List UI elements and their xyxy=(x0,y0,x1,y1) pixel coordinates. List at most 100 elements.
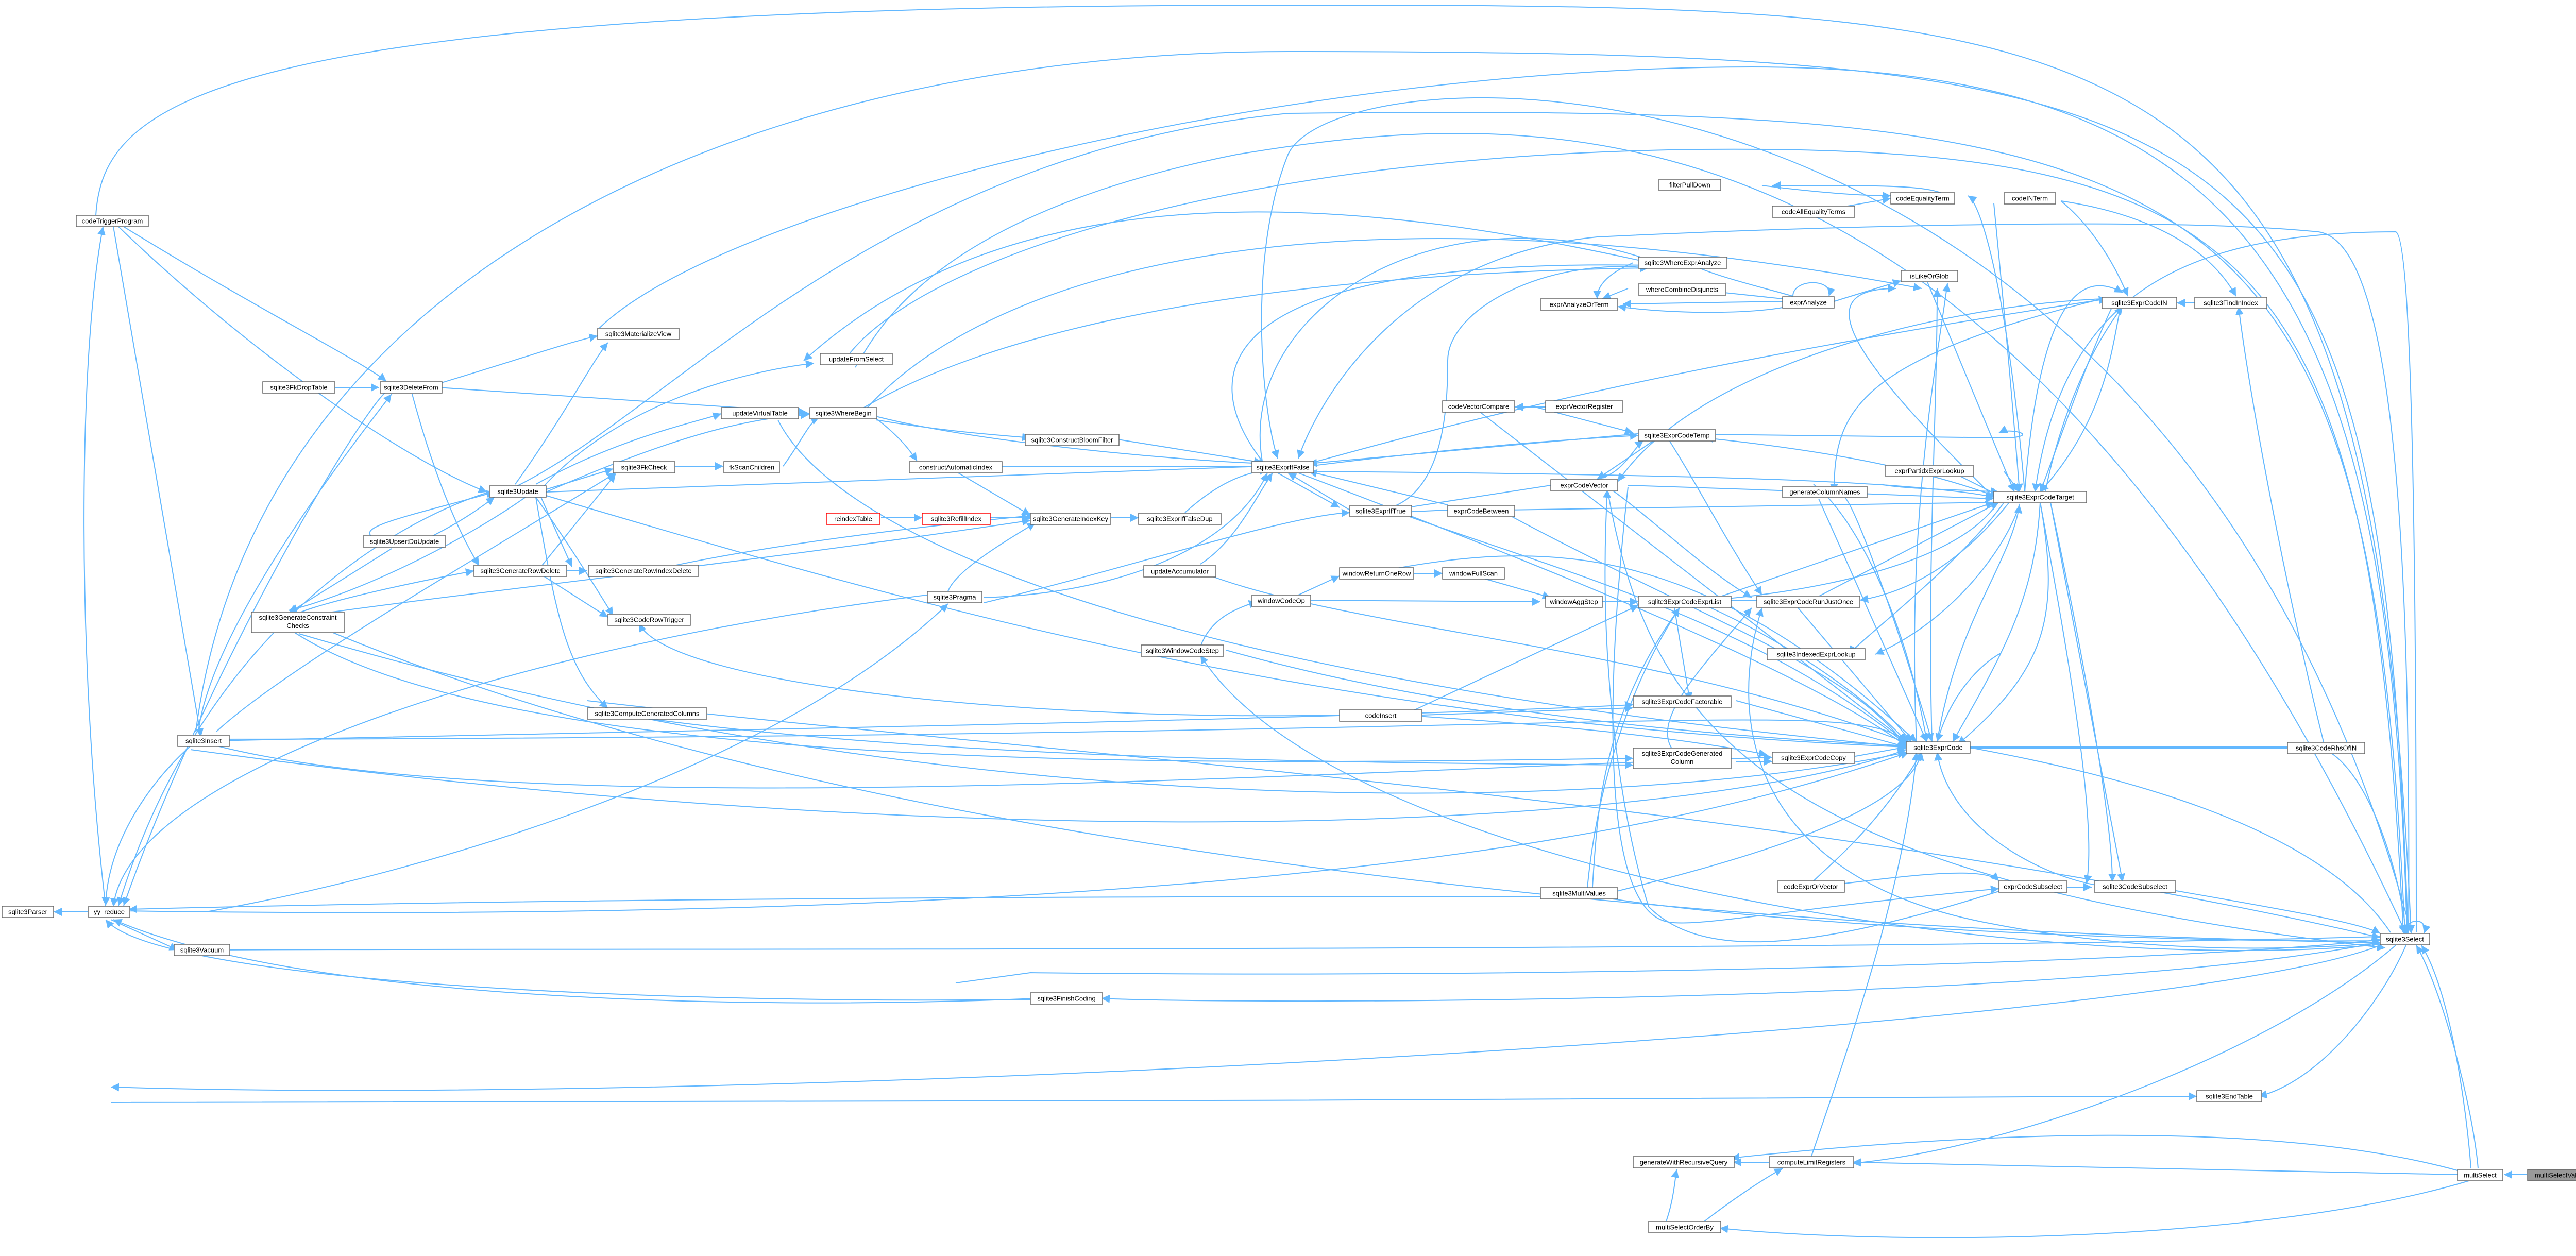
node-sqlite3ExprCodeExprList[interactable]: sqlite3ExprCodeExprList xyxy=(1638,596,1732,608)
edge xyxy=(1667,607,1752,753)
node-sqlite3CodeSubselect[interactable]: sqlite3CodeSubselect xyxy=(2094,880,2176,893)
edge xyxy=(587,700,2381,940)
node-codeVectorCompare[interactable]: codeVectorCompare xyxy=(1442,400,1515,413)
node-sqlite3WindowCodeStep[interactable]: sqlite3WindowCodeStep xyxy=(1141,644,1224,657)
node-fkScanChildren[interactable]: fkScanChildren xyxy=(723,461,780,473)
node-sqlite3EndTable[interactable]: sqlite3EndTable xyxy=(2196,1090,2262,1102)
node-sqlite3FindInIndex[interactable]: sqlite3FindInIndex xyxy=(2194,297,2267,309)
node-sqlite3WhereBegin[interactable]: sqlite3WhereBegin xyxy=(809,407,877,419)
node-multiSelectValues[interactable]: multiSelectValues xyxy=(2527,1169,2576,1181)
edge xyxy=(1957,502,2049,745)
node-label: sqlite3FkDropTable xyxy=(270,384,327,392)
node-label: exprAnalyze xyxy=(1790,299,1827,307)
node-windowAggStep[interactable]: windowAggStep xyxy=(1545,596,1603,608)
node-sqlite3ExprIfTrue[interactable]: sqlite3ExprIfTrue xyxy=(1349,505,1412,517)
node-sqlite3CodeRowTrigger[interactable]: sqlite3CodeRowTrigger xyxy=(607,614,691,626)
edge xyxy=(1617,303,1788,313)
node-computeLimitRegisters[interactable]: computeLimitRegisters xyxy=(1769,1156,1854,1168)
node-exprCodeBetween[interactable]: exprCodeBetween xyxy=(1447,505,1515,517)
node-label: codeTriggerProgram xyxy=(82,217,143,225)
node-sqlite3RefillIndex[interactable]: sqlite3RefillIndex xyxy=(922,513,991,525)
node-sqlite3MultiValues[interactable]: sqlite3MultiValues xyxy=(1540,887,1618,899)
node-updateFromSelect[interactable]: updateFromSelect xyxy=(820,353,893,365)
node-sqlite3ExprCodeIN[interactable]: sqlite3ExprCodeIN xyxy=(2102,297,2177,309)
node-sqlite3Update[interactable]: sqlite3Update xyxy=(489,485,547,498)
node-isLikeOrGlob[interactable]: isLikeOrGlob xyxy=(1901,270,1958,282)
edge xyxy=(113,226,204,737)
node-whereCombineDisjuncts[interactable]: whereCombineDisjuncts xyxy=(1638,283,1726,296)
node-codeInsert[interactable]: codeInsert xyxy=(1339,709,1422,722)
node-exprPartidxExprLookup[interactable]: exprPartidxExprLookup xyxy=(1885,465,1974,477)
node-sqlite3IndexedExprLookup[interactable]: sqlite3IndexedExprLookup xyxy=(1767,648,1866,660)
node-sqlite3ExprCodeCopy[interactable]: sqlite3ExprCodeCopy xyxy=(1772,752,1855,764)
node-box xyxy=(174,944,230,956)
node-sqlite3ExprCodeTarget[interactable]: sqlite3ExprCodeTarget xyxy=(1993,491,2087,503)
edge xyxy=(2045,306,2123,493)
node-sqlite3Select[interactable]: sqlite3Select xyxy=(2380,933,2430,945)
node-sqlite3CodeRhsOfIN[interactable]: sqlite3CodeRhsOfIN xyxy=(2287,742,2365,754)
node-sqlite3ExprCodeTemp[interactable]: sqlite3ExprCodeTemp xyxy=(1638,429,1716,442)
node-sqlite3ExprCodeRunJustOnce[interactable]: sqlite3ExprCodeRunJustOnce xyxy=(1756,596,1860,608)
node-constructAutomaticIndex[interactable]: constructAutomaticIndex xyxy=(909,461,1003,473)
node-sqlite3FinishCoding[interactable]: sqlite3FinishCoding xyxy=(1030,992,1103,1005)
node-windowCodeOp[interactable]: windowCodeOp xyxy=(1251,595,1311,607)
node-exprAnalyzeOrTerm[interactable]: exprAnalyzeOrTerm xyxy=(1540,298,1618,311)
edge xyxy=(777,419,1907,751)
edge xyxy=(1664,1169,1679,1228)
node-updateVirtualTable[interactable]: updateVirtualTable xyxy=(721,407,799,419)
node-exprCodeSubselect[interactable]: exprCodeSubselect xyxy=(1998,880,2067,893)
node-codeAllEqualityTerms[interactable]: codeAllEqualityTerms xyxy=(1772,206,1855,218)
node-sqlite3Pragma[interactable]: sqlite3Pragma xyxy=(927,591,982,603)
node-sqlite3GenerateIndexKey[interactable]: sqlite3GenerateIndexKey xyxy=(1030,513,1111,525)
node-label: constructAutomaticIndex xyxy=(919,464,993,471)
node-sqlite3Insert[interactable]: sqlite3Insert xyxy=(177,735,230,747)
edge xyxy=(1259,237,1665,462)
node-multiSelectOrderBy[interactable]: multiSelectOrderBy xyxy=(1648,1221,1721,1233)
edge xyxy=(122,391,387,906)
node-sqlite3ConstructBloomFilter[interactable]: sqlite3ConstructBloomFilter xyxy=(1025,434,1120,446)
node-sqlite3ExprIfFalseDup[interactable]: sqlite3ExprIfFalseDup xyxy=(1138,513,1222,525)
node-label: multiSelectOrderBy xyxy=(1656,1224,1714,1231)
node-sqlite3DeleteFrom[interactable]: sqlite3DeleteFrom xyxy=(380,381,443,394)
node-sqlite3Vacuum[interactable]: sqlite3Vacuum xyxy=(174,944,230,956)
edge xyxy=(1993,203,2023,493)
node-windowReturnOneRow[interactable]: windowReturnOneRow xyxy=(1339,567,1414,580)
edge xyxy=(1184,467,1268,513)
edge xyxy=(1287,472,1350,511)
node-label: sqlite3ExprIfTrue xyxy=(1355,507,1406,515)
node-filterPullDown[interactable]: filterPullDown xyxy=(1658,179,1721,191)
node-sqlite3FkDropTable[interactable]: sqlite3FkDropTable xyxy=(262,381,335,394)
node-box xyxy=(1885,465,1974,477)
node-sqlite3FkCheck[interactable]: sqlite3FkCheck xyxy=(613,461,675,473)
node-windowFullScan[interactable]: windowFullScan xyxy=(1442,567,1505,580)
node-multiSelect[interactable]: multiSelect xyxy=(2457,1169,2503,1181)
node-sqlite3ExprCode[interactable]: sqlite3ExprCode xyxy=(1906,741,1971,754)
node-exprAnalyze[interactable]: exprAnalyze xyxy=(1782,296,1835,309)
node-sqlite3ExprCodeFactorable[interactable]: sqlite3ExprCodeFactorable xyxy=(1633,695,1732,708)
edge xyxy=(546,467,614,490)
node-sqlite3WhereExprAnalyze[interactable]: sqlite3WhereExprAnalyze xyxy=(1638,257,1727,269)
node-yy_reduce[interactable]: yy_reduce xyxy=(88,906,130,918)
node-generateColumnNames[interactable]: generateColumnNames xyxy=(1782,486,1868,498)
node-sqlite3Parser[interactable]: sqlite3Parser xyxy=(2,906,54,918)
node-codeEqualityTerm[interactable]: codeEqualityTerm xyxy=(1890,192,1955,205)
node-box xyxy=(1138,513,1222,525)
node-box xyxy=(1658,179,1721,191)
node-exprVectorRegister[interactable]: exprVectorRegister xyxy=(1545,400,1623,413)
node-reindexTable[interactable]: reindexTable xyxy=(826,513,880,525)
node-exprCodeVector[interactable]: exprCodeVector xyxy=(1550,479,1618,491)
node-sqlite3MaterializeView[interactable]: sqlite3MaterializeView xyxy=(597,328,680,340)
node-sqlite3ComputeGeneratedColumns[interactable]: sqlite3ComputeGeneratedColumns xyxy=(587,707,707,720)
node-codeTriggerProgram[interactable]: codeTriggerProgram xyxy=(76,215,149,227)
node-generateWithRecursiveQuery[interactable]: generateWithRecursiveQuery xyxy=(1633,1156,1735,1168)
node-sqlite3ExprIfFalse[interactable]: sqlite3ExprIfFalse xyxy=(1251,461,1314,473)
node-sqlite3GenerateRowDelete[interactable]: sqlite3GenerateRowDelete xyxy=(473,565,567,577)
node-codeINTerm[interactable]: codeINTerm xyxy=(2004,192,2056,205)
node-sqlite3UpsertDoUpdate[interactable]: sqlite3UpsertDoUpdate xyxy=(363,535,446,548)
node-codeExprOrVector[interactable]: codeExprOrVector xyxy=(1777,880,1845,893)
node-sqlite3GenerateRowIndexDelete[interactable]: sqlite3GenerateRowIndexDelete xyxy=(588,565,699,577)
edge xyxy=(1308,469,1448,505)
node-updateAccumulator[interactable]: updateAccumulator xyxy=(1143,565,1216,578)
